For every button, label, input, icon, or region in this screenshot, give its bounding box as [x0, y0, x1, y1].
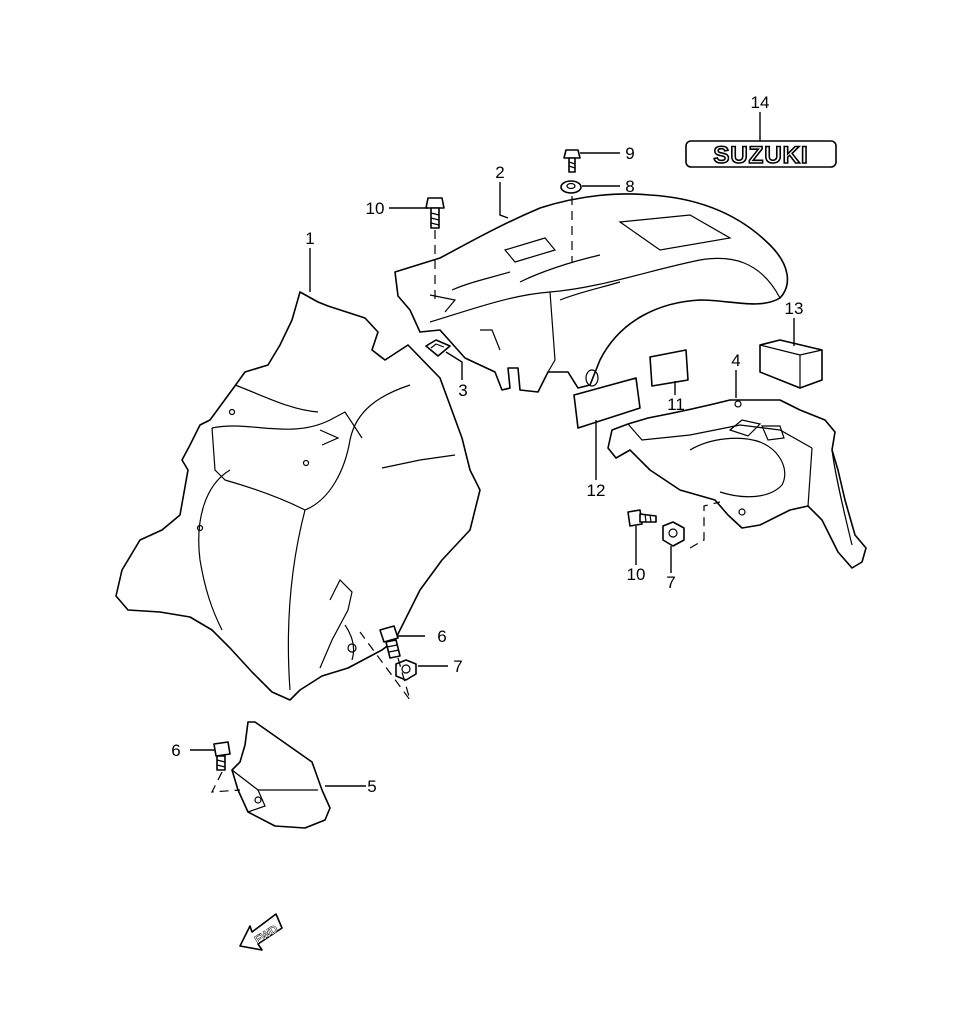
part-14-suzuki-emblem: SUZUKI — [685, 140, 837, 170]
bolt-10-top — [425, 197, 445, 229]
callout-13: 13 — [785, 299, 804, 318]
callout-10-top: 10 — [366, 199, 385, 218]
callout-11: 11 — [667, 395, 685, 414]
callout-6-middle: 6 — [437, 627, 446, 646]
bolt-6-middle — [379, 625, 401, 659]
callout-12: 12 — [587, 481, 606, 500]
callout-3: 3 — [458, 381, 467, 400]
assembly-lines — [210, 196, 721, 793]
callout-5: 5 — [367, 777, 376, 796]
callout-2: 2 — [495, 163, 504, 182]
part-3-clip — [425, 339, 451, 357]
callout-labels: 1 2 3 4 5 6 6 7 7 8 9 10 10 11 12 13 14 — [171, 93, 803, 796]
nut-7-middle — [395, 659, 417, 681]
callout-9: 9 — [625, 144, 634, 163]
emblem-text: SUZUKI — [713, 142, 808, 169]
part-2-rear-fender — [394, 193, 789, 393]
callout-4: 4 — [731, 351, 740, 370]
bolt-6-bottom — [213, 741, 231, 771]
bolt-10-bottom — [627, 509, 657, 527]
bolt-9 — [563, 149, 581, 173]
callout-8: 8 — [625, 177, 634, 196]
callout-6-bottom: 6 — [171, 741, 180, 760]
washer-8 — [560, 180, 582, 194]
part-11-reflector — [649, 349, 689, 387]
nut-7-right — [662, 521, 685, 547]
part-12-reflector — [573, 377, 641, 429]
callout-10-bottom: 10 — [627, 565, 646, 584]
callout-1: 1 — [305, 229, 314, 248]
part-5-mud-flap — [231, 721, 331, 829]
callout-7-right: 7 — [666, 573, 675, 592]
part-4-plate-bracket — [607, 399, 867, 569]
callout-14: 14 — [751, 93, 770, 112]
callout-7-middle: 7 — [453, 657, 462, 676]
fwd-direction-arrow: FWD — [239, 913, 283, 951]
part-1-front-fender — [115, 291, 481, 701]
leader-lines — [190, 112, 795, 787]
part-13-reflector — [759, 339, 823, 389]
